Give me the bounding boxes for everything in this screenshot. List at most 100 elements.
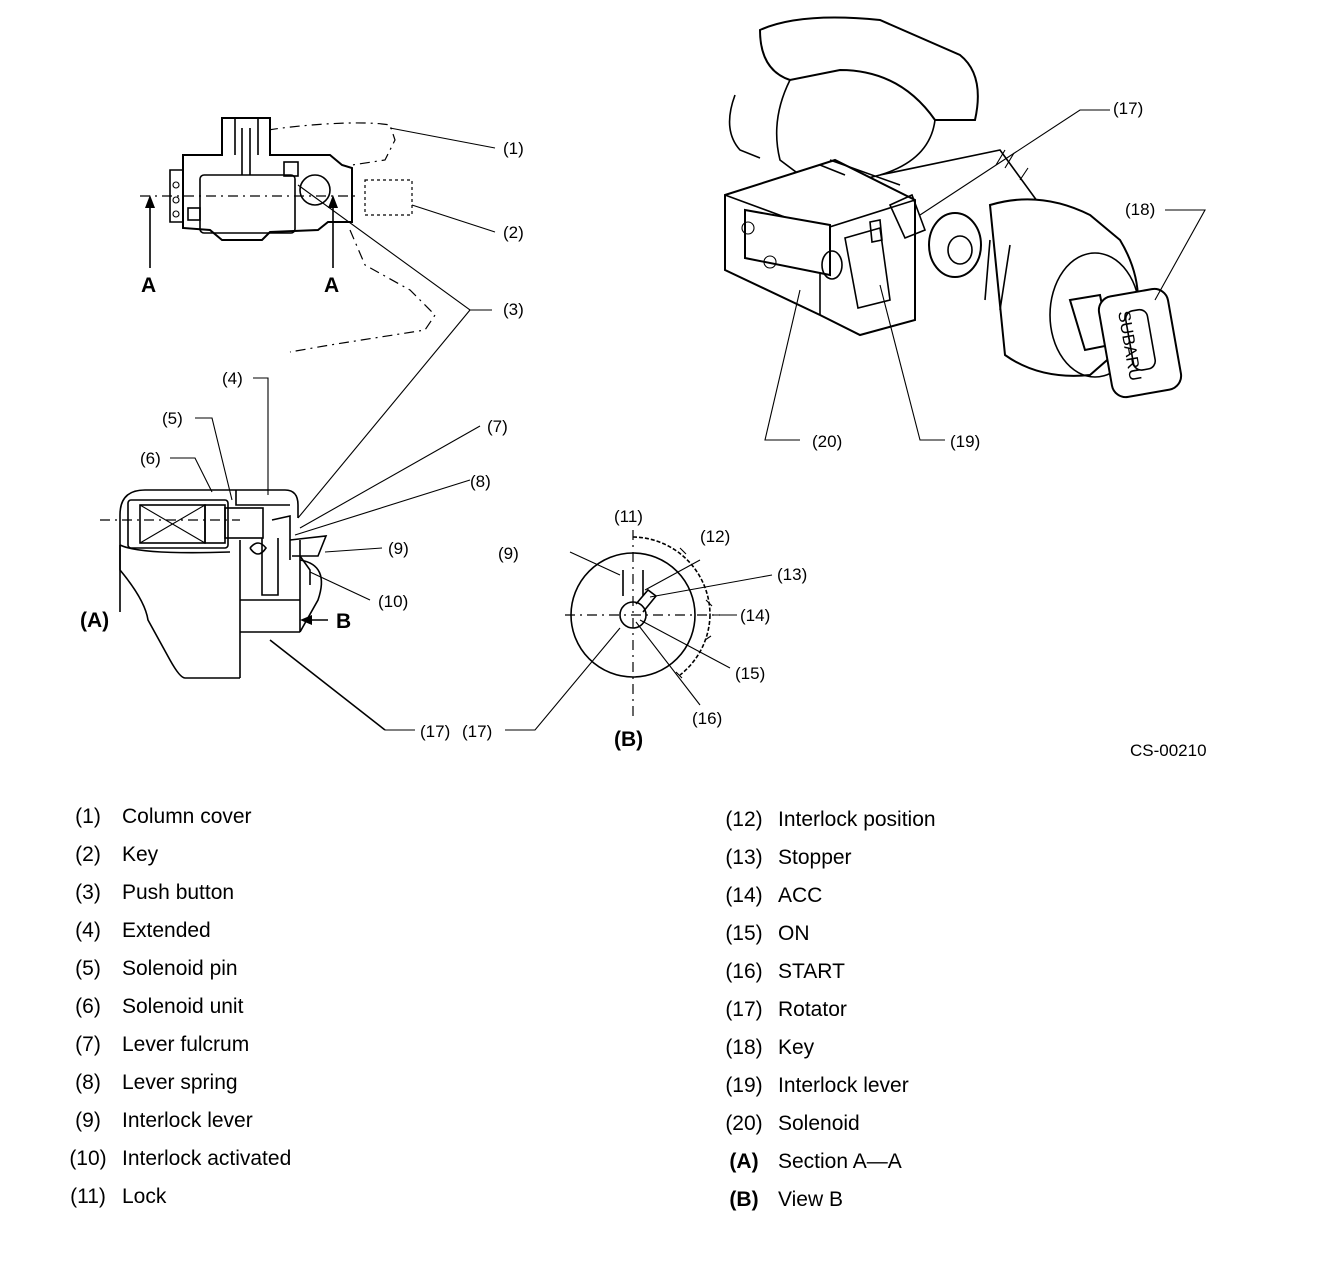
legend-text: Section A—A [778, 1150, 902, 1173]
legend-item: (17)Rotator [714, 991, 936, 1029]
view-b-label: (B) [614, 728, 643, 751]
legend-num: (3) [75, 881, 101, 904]
legend-num: (16) [725, 960, 763, 983]
legend-item: (12) Interlock position [714, 801, 936, 839]
legend-text: ACC [778, 884, 823, 907]
view-mark-b: B [336, 610, 351, 633]
legend-item: (10) Interlock activated [58, 1140, 291, 1178]
callout-9: (9) [388, 539, 409, 558]
legend-num: (9) [75, 1109, 101, 1132]
callouts: (1) (2) (3) (4) (5) (6) (7) (8) (9) (10)… [140, 99, 1207, 760]
callout-19: (19) [950, 432, 980, 451]
legend-num: (15) [725, 922, 763, 945]
legend-item: (16) START [714, 953, 936, 991]
leaders-section-a [170, 377, 481, 731]
legend-item: (15) ON [714, 915, 936, 953]
legend-num: (8) [75, 1071, 101, 1094]
view-arrow-b: B [300, 610, 351, 633]
legend-text: Lock [122, 1185, 167, 1208]
callout-15: (15) [735, 664, 765, 683]
legend-num: (10) [69, 1147, 107, 1170]
legend-text: Lever spring [122, 1071, 238, 1094]
legend-num: (4) [75, 919, 101, 942]
legend-text: Extended [122, 919, 211, 942]
callout-3: (3) [503, 300, 524, 319]
callout-17-b: (17) [462, 722, 492, 741]
legend-num: (2) [75, 843, 101, 866]
legend-item: (20) Solenoid [714, 1105, 936, 1143]
legend-item: (18) Key [714, 1029, 936, 1067]
callout-7: (7) [487, 417, 508, 436]
section-a-view [100, 489, 386, 731]
callout-12: (12) [700, 527, 730, 546]
legend-text: Rotator [778, 998, 847, 1021]
legend-right: (12) Interlock position (13) Stopper (14) A… [714, 801, 936, 1219]
legend-num: (18) [725, 1036, 763, 1059]
legend-num: (7) [75, 1033, 101, 1056]
legend-item: (7) Lever fulcrum [58, 1026, 291, 1064]
callout-17-c: (17) [1113, 99, 1143, 118]
legend-text: Interlock activated [122, 1147, 292, 1170]
callout-17-a: (17) [420, 722, 450, 741]
callout-6: (6) [140, 449, 161, 468]
callout-9-view-b: (9) [498, 544, 519, 563]
callout-5: (5) [162, 409, 183, 428]
legend-text: START [778, 960, 845, 983]
legend-item: (19) Interlock lever [714, 1067, 936, 1105]
legend-num: (12) [725, 808, 763, 831]
legend-text: Stopper [778, 846, 852, 869]
section-arrows-a: A A [141, 195, 339, 297]
legend-num: (B) [729, 1188, 759, 1211]
legend-item: (13) Stopper [714, 839, 936, 877]
callout-16: (16) [692, 709, 722, 728]
legend-text: Interlock lever [778, 1074, 909, 1097]
legend-item: (9)Interlock lever [58, 1102, 291, 1140]
legend-num: (A) [729, 1150, 759, 1173]
legend-num: (11) [70, 1185, 106, 1208]
legend-text: Solenoid pin [122, 957, 238, 980]
legend-item: (8) Lever spring [58, 1064, 291, 1102]
legend-num: (1) [75, 805, 101, 828]
legend-text: Key [778, 1036, 815, 1059]
callout-1: (1) [503, 139, 524, 158]
figure-code: CS-00210 [1130, 741, 1207, 760]
callout-4: (4) [222, 369, 243, 388]
legend-item: (6)Solenoid unit [58, 988, 291, 1026]
legend-text: Lever fulcrum [122, 1033, 250, 1056]
legend-num: (19) [725, 1074, 763, 1097]
legend-num: (20) [725, 1112, 763, 1135]
interlock-diagram: A A B (A) [80, 16, 1207, 760]
column-side-view [140, 117, 436, 353]
legend-text: Solenoid unit [122, 995, 244, 1018]
section-mark-a-left: A [141, 274, 156, 297]
legend-item: (5) Solenoid pin [58, 950, 291, 988]
legend-text: View B [778, 1188, 843, 1211]
callout-18: (18) [1125, 200, 1155, 219]
assembly-3d-view: SUBARU [724, 16, 1206, 441]
legend-item: (1) Column cover [58, 798, 291, 836]
legend-item: (4) Extended [58, 912, 291, 950]
legend-num: (13) [725, 846, 763, 869]
legend-item: (11) Lock [58, 1178, 291, 1216]
callout-14: (14) [740, 606, 770, 625]
legend-text: Key [122, 843, 159, 866]
legend-item: (3)Push button [58, 874, 291, 912]
legend-item: (2) Key [58, 836, 291, 874]
legend-item: (14) ACC [714, 877, 936, 915]
legend-text: Solenoid [778, 1112, 860, 1135]
legend-item: (B) View B [714, 1181, 936, 1219]
legend-text: Interlock position [778, 808, 936, 831]
callout-13: (13) [777, 565, 807, 584]
legend-num: (14) [725, 884, 763, 907]
legend-text: Column cover [122, 805, 252, 828]
callout-11: (11) [614, 507, 643, 526]
legend-text: ON [778, 922, 810, 945]
callout-10: (10) [378, 592, 408, 611]
legend-item: (A) Section A—A [714, 1143, 936, 1181]
section-a-label: (A) [80, 609, 109, 632]
legend-num: (5) [75, 957, 101, 980]
callout-2: (2) [503, 223, 524, 242]
callout-8: (8) [470, 472, 491, 491]
section-mark-a-right: A [324, 274, 339, 297]
view-b: (B) [505, 530, 773, 751]
